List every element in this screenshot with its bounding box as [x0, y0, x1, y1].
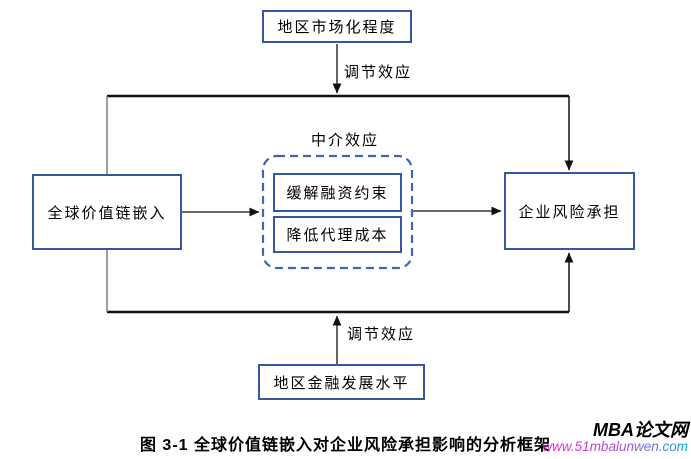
watermark-site-name: MBA论文网	[593, 420, 688, 440]
node-corporate-risk-taking: 企业风险承担	[504, 172, 635, 250]
node-regional-marketization: 地区市场化程度	[262, 10, 412, 43]
watermark-site-url: www.51mbalunwen.com	[542, 438, 688, 454]
watermark: MBA论文网 www.51mbalunwen.com	[542, 421, 688, 454]
node-reduce-agency-costs: 降低代理成本	[273, 216, 402, 253]
label-moderation-effect-bottom: 调节效应	[347, 327, 416, 343]
label-moderation-effect-top: 调节效应	[344, 65, 413, 81]
node-ease-financing-constraints: 缓解融资约束	[273, 173, 402, 212]
label-mediation-effect: 中介效应	[310, 133, 379, 149]
figure-caption: 图 3-1 全球价值链嵌入对企业风险承担影响的分析框架	[139, 437, 552, 454]
node-regional-financial-development: 地区金融发展水平	[258, 364, 425, 400]
node-gvc-embedding: 全球价值链嵌入	[32, 174, 182, 250]
mediation-dashed-frame	[261, 154, 414, 270]
